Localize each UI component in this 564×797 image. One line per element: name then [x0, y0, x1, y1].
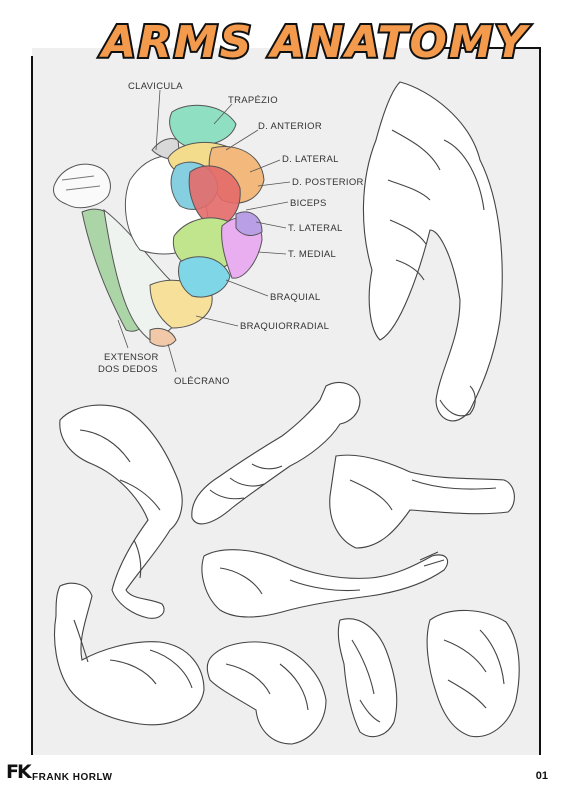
- leader-lines: [117, 89, 291, 373]
- label-d-posterior: D. POSTERIOR: [292, 177, 364, 188]
- sketch-bent-arm: [59, 404, 183, 619]
- label-biceps: BICEPS: [290, 198, 327, 209]
- label-t-medial: T. MEDIAL: [288, 249, 336, 260]
- sketch-torso-arm: [362, 81, 503, 422]
- sketch-shoulder-arm: [329, 454, 515, 549]
- sketch-shoulder-mass: [426, 609, 520, 738]
- label-d-anterior: D. ANTERIOR: [258, 121, 322, 132]
- label-braquiorradial: BRAQUIORRADIAL: [240, 321, 329, 332]
- braquial-muscle: [178, 256, 231, 298]
- colored-arm-diagram: [53, 104, 265, 347]
- sketch-raised-fist: [191, 382, 361, 525]
- label-braquial: BRAQUIAL: [270, 292, 320, 303]
- author-logo: FK: [6, 761, 32, 783]
- trapezio-muscle: [169, 104, 237, 147]
- author-name: FRANK HORLW: [32, 772, 113, 783]
- sketch-back-arm: [337, 618, 398, 738]
- t-lateral-muscle: [235, 211, 263, 236]
- fist-sketch: [53, 163, 111, 209]
- sketch-reaching-arm: [201, 549, 449, 618]
- label-clavicula: CLAVICULA: [128, 81, 183, 92]
- label-extensor-line2: DOS DEDOS: [98, 364, 158, 375]
- page-number: 01: [535, 770, 548, 782]
- label-d-lateral: D. LATERAL: [282, 154, 339, 165]
- frame-line-top: [440, 47, 541, 755]
- label-extensor-line1: EXTENSOR: [104, 352, 159, 363]
- sketch-lower-arm: [206, 641, 327, 745]
- label-olecrano: OLÉCRANO: [174, 376, 230, 387]
- label-t-lateral: T. LATERAL: [288, 223, 343, 234]
- sketch-curl-arm: [53, 582, 205, 726]
- label-trapezio: TRAPÉZIO: [228, 95, 278, 106]
- olecrano-muscle: [149, 327, 177, 347]
- page-title-outline: ARMS ANATOMY: [99, 17, 531, 68]
- deltoid-red-muscle: [188, 165, 241, 227]
